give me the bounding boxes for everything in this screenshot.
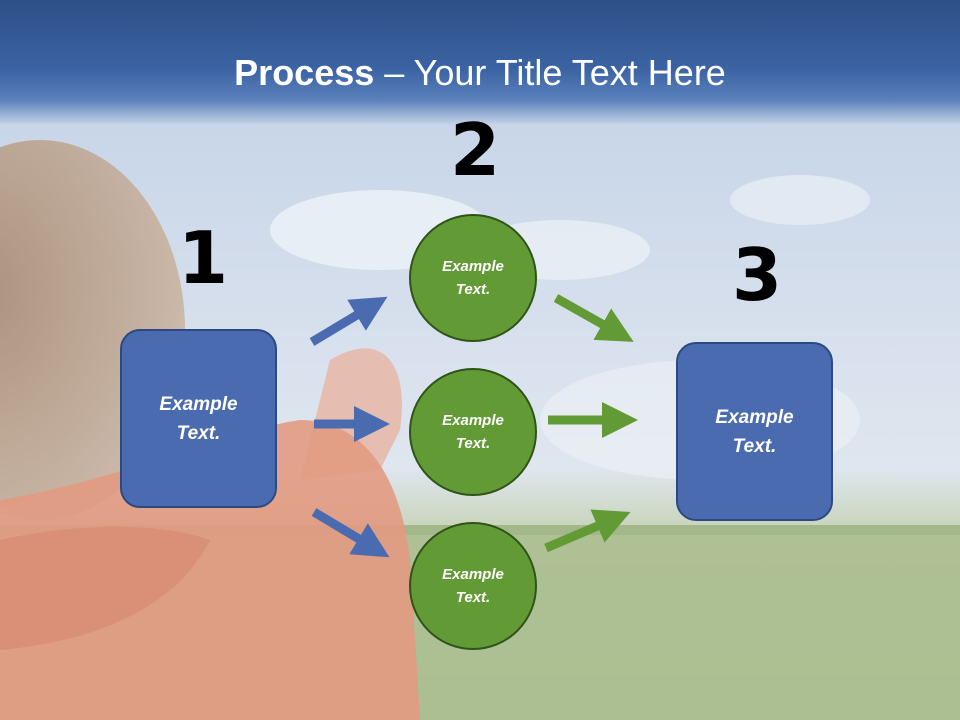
circle-middle-text: Example Text. <box>442 412 504 452</box>
green-arrow-down <box>553 294 634 342</box>
blue-arrow-up <box>309 296 388 346</box>
blue-arrow-down <box>311 508 390 558</box>
title-bold: Process <box>234 52 375 93</box>
green-arrow-up <box>544 509 631 553</box>
step-number-3: 3 <box>732 233 783 317</box>
slide-title: Process – Your Title Text Here <box>0 52 960 94</box>
process-circle-bottom[interactable]: Example Text. <box>409 522 537 650</box>
left-process-box[interactable]: Example Text. <box>120 329 277 508</box>
process-circle-top[interactable]: Example Text. <box>409 214 537 342</box>
title-rest: – Your Title Text Here <box>374 52 726 93</box>
circle-bottom-text: Example Text. <box>442 566 504 606</box>
step-number-2: 2 <box>450 108 501 192</box>
left-box-text: Example Text. <box>159 393 238 444</box>
right-box-text: Example Text. <box>715 406 794 457</box>
right-process-box[interactable]: Example Text. <box>676 342 833 521</box>
process-circle-middle[interactable]: Example Text. <box>409 368 537 496</box>
circle-top-text: Example Text. <box>442 258 504 298</box>
step-number-1: 1 <box>178 216 229 300</box>
title-bar <box>0 0 960 125</box>
